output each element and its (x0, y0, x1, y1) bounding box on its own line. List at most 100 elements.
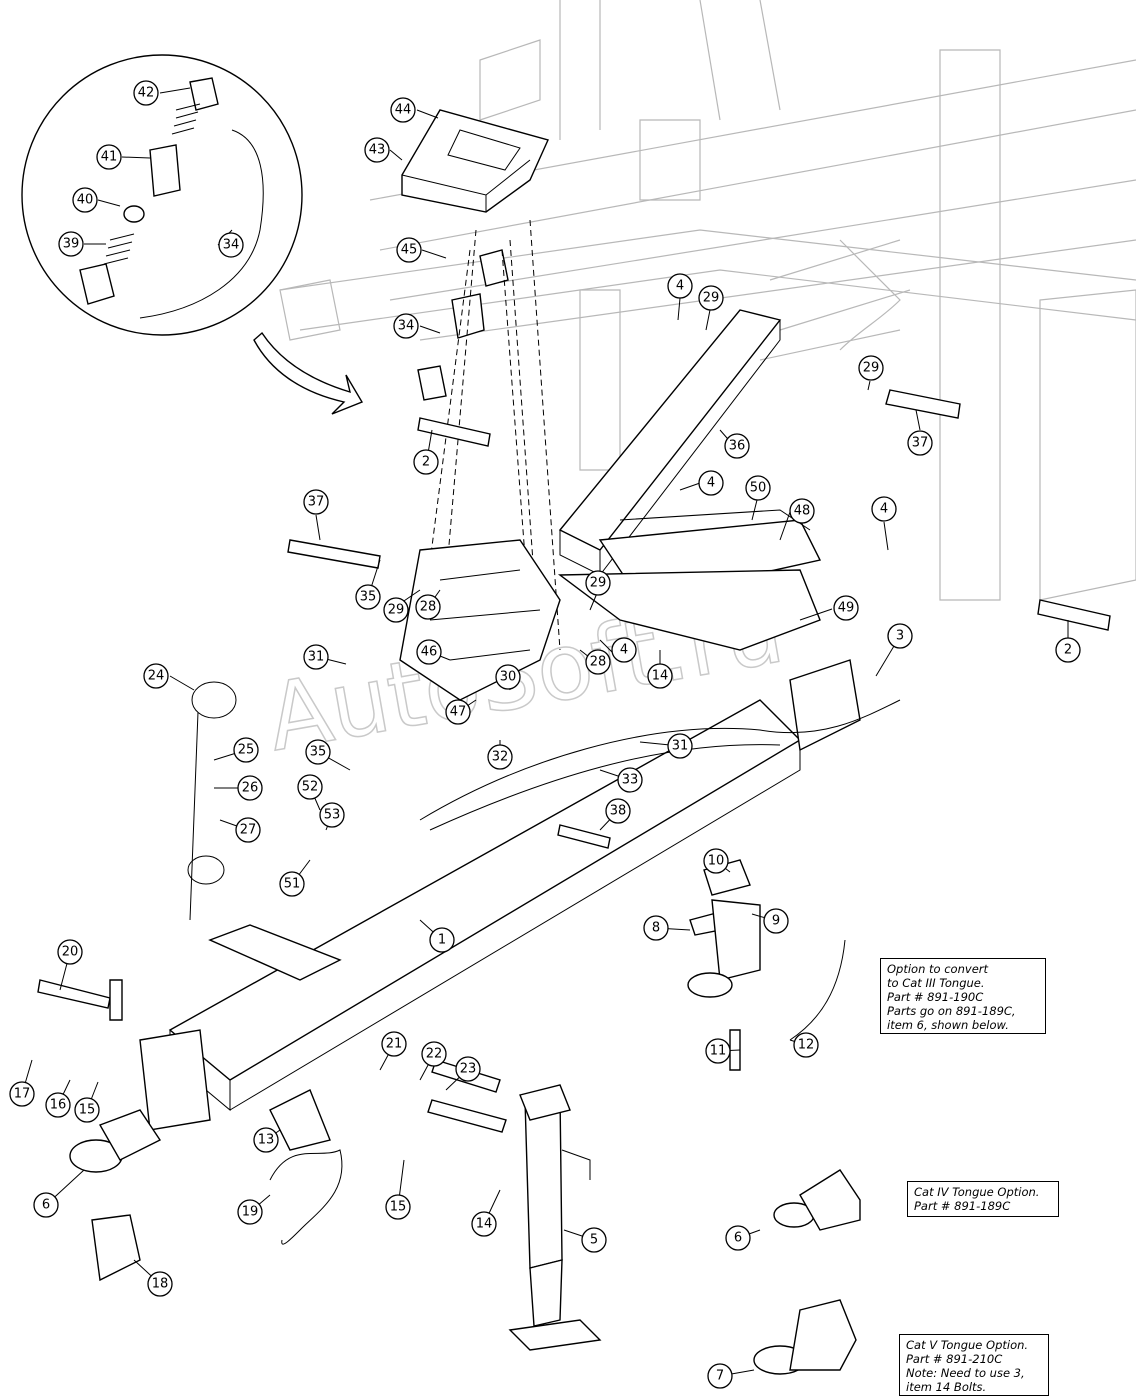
callout-2: 2 (1055, 637, 1081, 663)
note-line: Option to convert (887, 962, 989, 976)
note-cat5-option: Cat V Tongue Option. Part # 891-210C Not… (899, 1334, 1049, 1396)
note-line: to Cat III Tongue. (887, 976, 985, 990)
callout-6: 6 (725, 1225, 751, 1251)
callout-52: 52 (297, 774, 323, 800)
clevis-bracket (269, 1089, 331, 1151)
callout-5: 5 (581, 1227, 607, 1253)
svg-text:25: 25 (238, 743, 255, 758)
callout-15: 15 (385, 1194, 411, 1220)
note-line: Part # 891-189C (914, 1199, 1011, 1213)
callout-42: 42 (133, 80, 159, 106)
callout-27: 27 (235, 817, 261, 843)
svg-text:4: 4 (707, 476, 715, 491)
svg-text:12: 12 (798, 1038, 815, 1053)
note-line: Note: Need to use 3, (906, 1366, 1025, 1380)
svg-text:4: 4 (620, 643, 628, 658)
svg-text:35: 35 (310, 745, 327, 760)
svg-text:29: 29 (590, 576, 607, 591)
callout-12: 12 (793, 1032, 819, 1058)
callout-14: 14 (647, 663, 673, 689)
callout-4: 4 (667, 273, 693, 299)
svg-text:40: 40 (77, 193, 94, 208)
turnbuckle (417, 219, 561, 661)
svg-text:31: 31 (308, 650, 325, 665)
callout-3: 3 (887, 623, 913, 649)
callout-39: 39 (58, 231, 84, 257)
option-parts (687, 859, 861, 1375)
callout-34: 34 (218, 232, 244, 258)
svg-text:19: 19 (242, 1205, 259, 1220)
callout-31: 31 (667, 733, 693, 759)
note-line: Cat IV Tongue Option. (914, 1185, 1040, 1199)
svg-text:47: 47 (450, 705, 467, 720)
svg-text:29: 29 (703, 291, 720, 306)
svg-text:29: 29 (388, 603, 405, 618)
svg-text:39: 39 (63, 237, 80, 252)
callout-35: 35 (305, 739, 331, 765)
svg-text:5: 5 (590, 1233, 598, 1248)
svg-text:9: 9 (772, 914, 780, 929)
svg-text:51: 51 (284, 877, 301, 892)
callout-31: 31 (303, 644, 329, 670)
callout-37: 37 (907, 430, 933, 456)
callout-22: 22 (421, 1041, 447, 1067)
note-line: item 14 Bolts. (906, 1380, 987, 1394)
callout-47: 47 (445, 699, 471, 725)
svg-text:14: 14 (652, 669, 669, 684)
callout-13: 13 (253, 1127, 279, 1153)
svg-text:36: 36 (729, 439, 746, 454)
note-line: Part # 891-210C (906, 1352, 1003, 1366)
callout-50: 50 (745, 475, 771, 501)
svg-text:21: 21 (386, 1037, 403, 1052)
svg-text:4: 4 (676, 279, 684, 294)
svg-text:37: 37 (912, 436, 929, 451)
note-line: Cat V Tongue Option. (906, 1338, 1029, 1352)
svg-text:11: 11 (710, 1044, 727, 1059)
callout-8: 8 (643, 915, 669, 941)
svg-text:16: 16 (50, 1098, 67, 1113)
svg-text:50: 50 (750, 481, 767, 496)
svg-text:46: 46 (421, 645, 438, 660)
svg-text:53: 53 (324, 808, 341, 823)
callout-2: 2 (413, 449, 439, 475)
callout-30: 30 (495, 664, 521, 690)
svg-text:38: 38 (610, 804, 627, 819)
svg-text:20: 20 (62, 945, 79, 960)
svg-text:17: 17 (14, 1087, 31, 1102)
cover-plate (401, 109, 549, 213)
callout-29: 29 (698, 285, 724, 311)
callout-4: 4 (611, 637, 637, 663)
callout-19: 19 (237, 1199, 263, 1225)
callout-25: 25 (233, 737, 259, 763)
callout-37: 37 (303, 489, 329, 515)
callout-43: 43 (364, 137, 390, 163)
callout-16: 16 (45, 1092, 71, 1118)
note-line: item 6, shown below. (887, 1018, 1009, 1032)
callout-21: 21 (381, 1031, 407, 1057)
svg-text:15: 15 (79, 1103, 96, 1118)
svg-text:33: 33 (622, 773, 639, 788)
note-line: Part # 891-190C (887, 990, 984, 1004)
callout-17: 17 (9, 1081, 35, 1107)
callout-29: 29 (858, 355, 884, 381)
callout-14: 14 (471, 1211, 497, 1237)
jack-stand (508, 1084, 602, 1351)
callout-4: 4 (871, 496, 897, 522)
callout-33: 33 (617, 767, 643, 793)
hitch-ring (69, 1109, 162, 1282)
hitch-bracket (399, 539, 561, 701)
callout-44: 44 (390, 97, 416, 123)
note-cat3-option: Option to convert to Cat III Tongue. Par… (880, 958, 1046, 1034)
callout-51: 51 (279, 871, 305, 897)
svg-text:28: 28 (420, 600, 437, 615)
callout-18: 18 (147, 1271, 173, 1297)
svg-text:44: 44 (395, 103, 412, 118)
svg-text:27: 27 (240, 823, 257, 838)
callout-20: 20 (57, 939, 83, 965)
svg-text:45: 45 (401, 243, 418, 258)
svg-text:37: 37 (308, 495, 325, 510)
svg-text:4: 4 (880, 502, 888, 517)
svg-text:34: 34 (398, 319, 415, 334)
tongue-cable (419, 699, 901, 831)
